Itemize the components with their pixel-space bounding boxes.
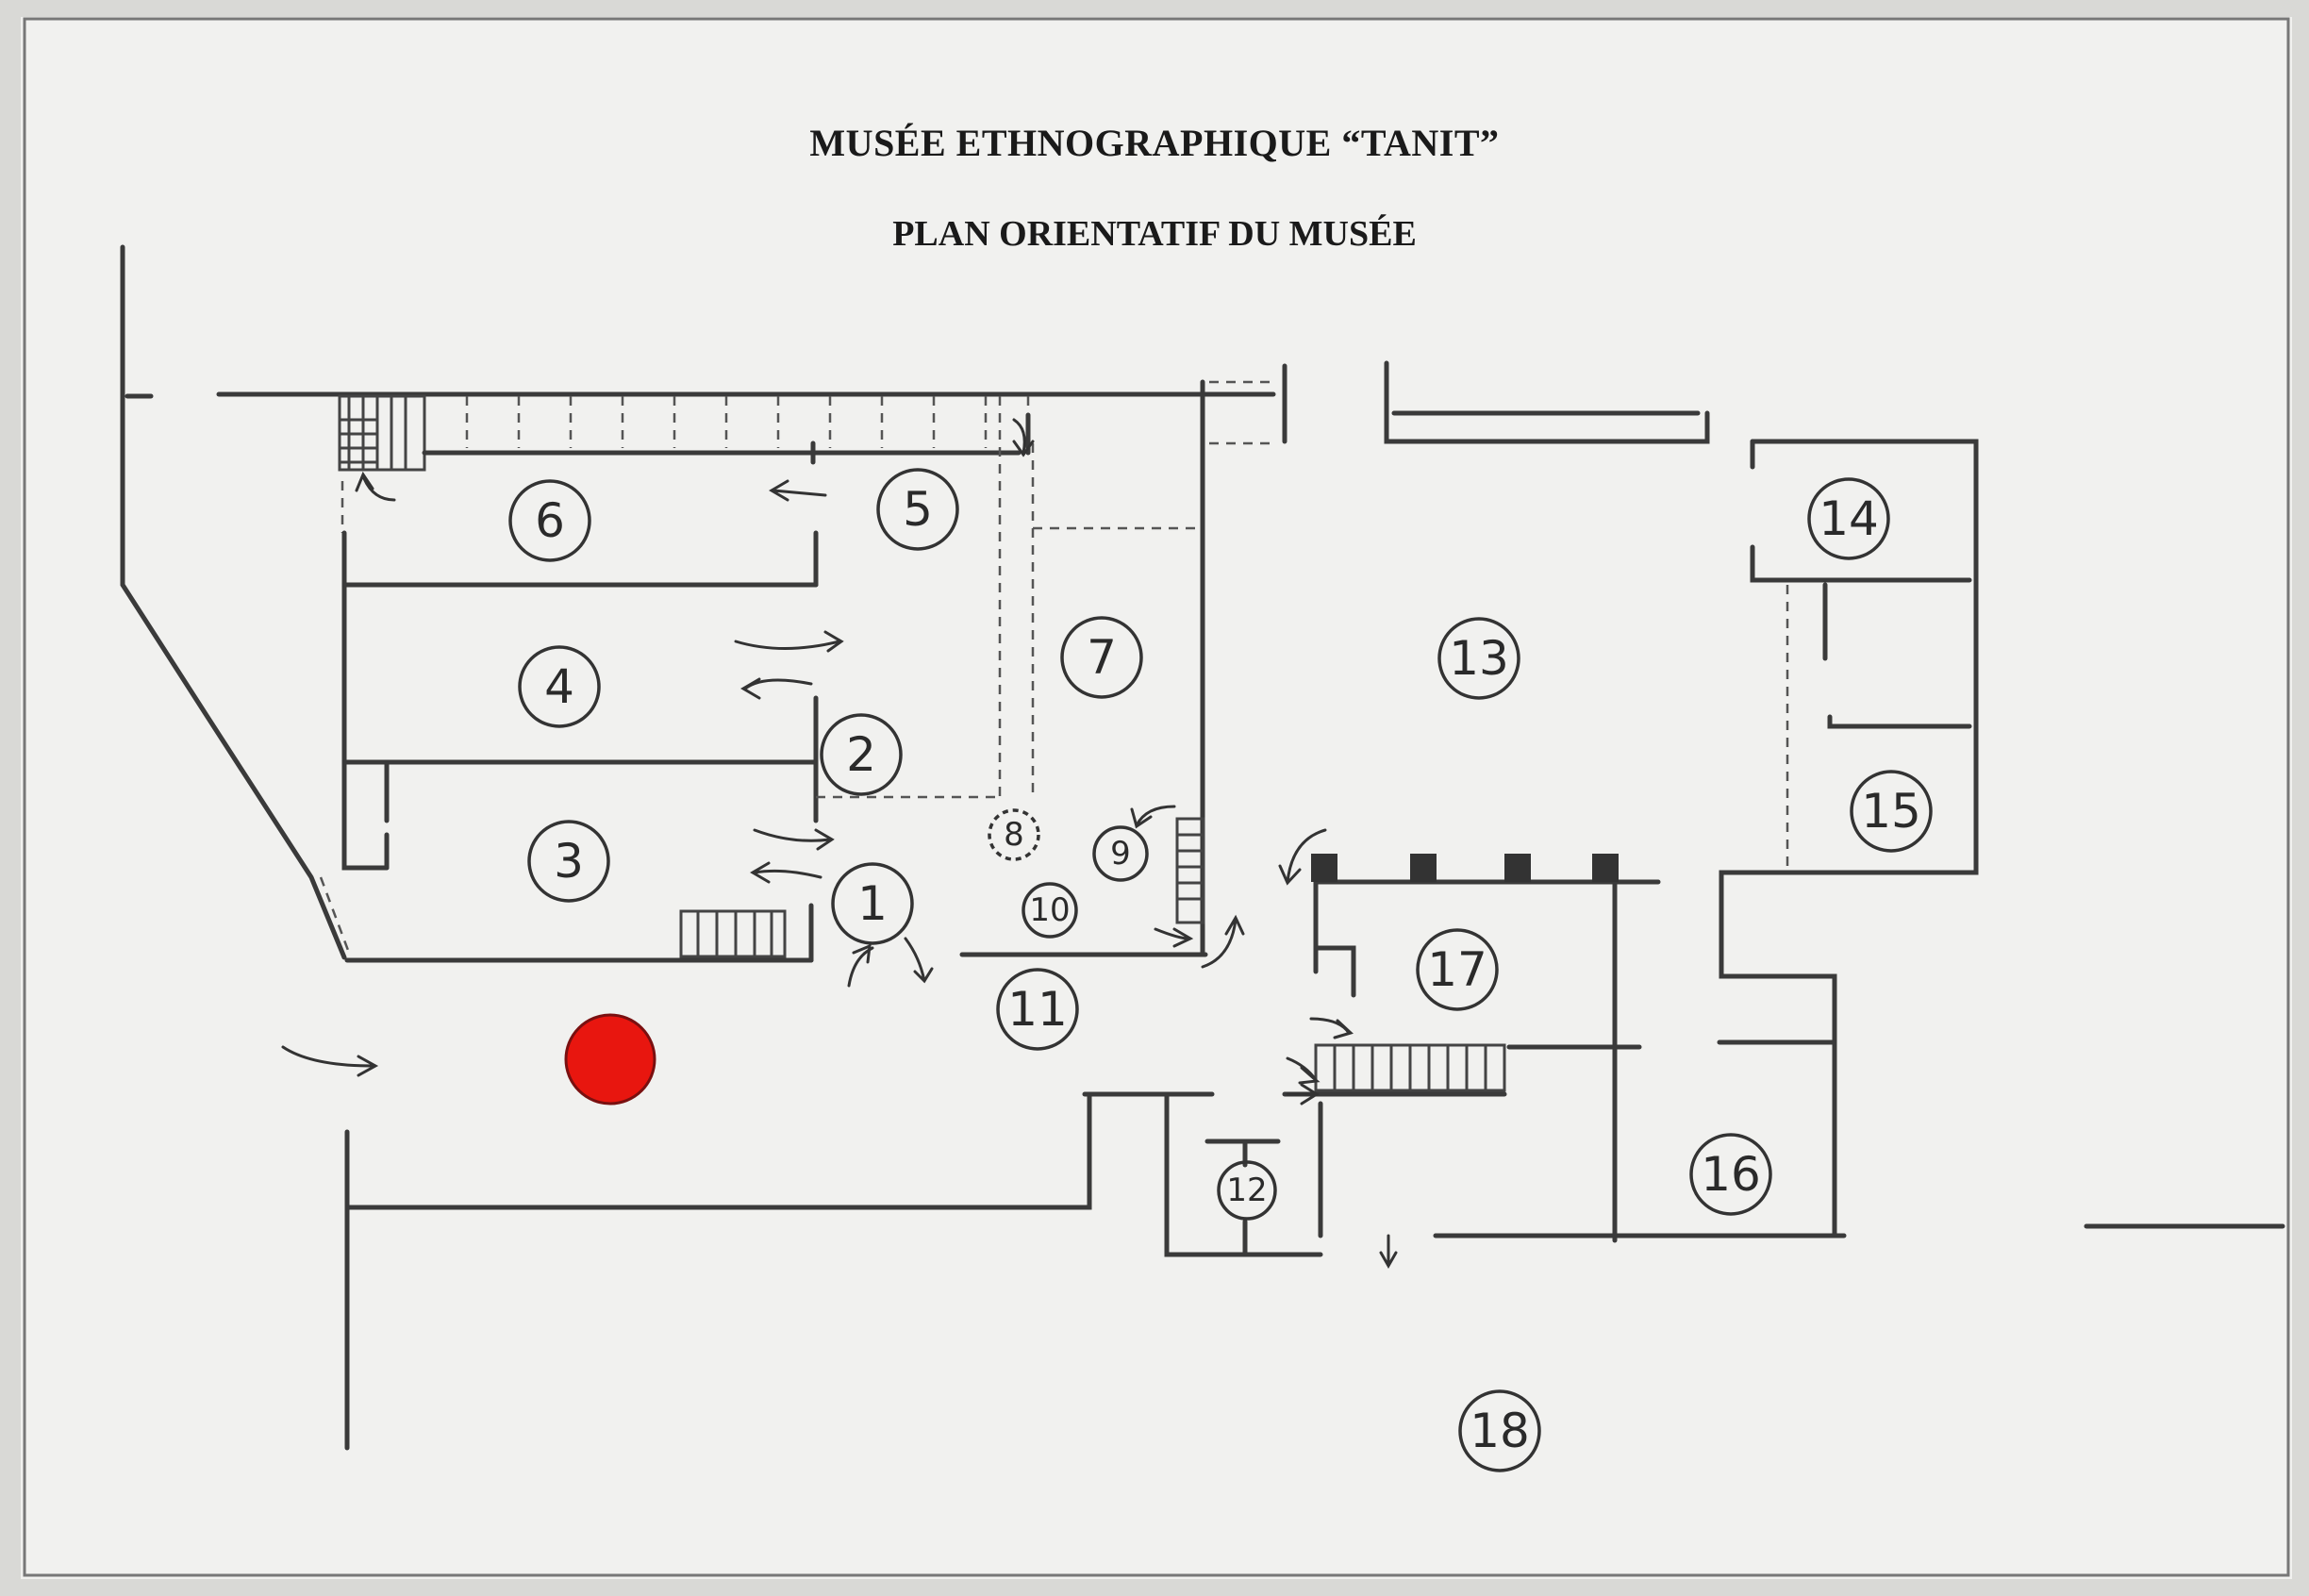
you-are-here-marker <box>564 1013 656 1106</box>
room-12-label: 12 <box>1226 1172 1267 1209</box>
room-17-circle <box>1416 928 1499 1011</box>
room-18-label: 18 <box>1470 1404 1530 1458</box>
room-3-circle <box>527 820 610 903</box>
room-2-label: 2 <box>846 727 876 782</box>
room-5-label: 5 <box>903 482 933 537</box>
room-8-circle <box>988 808 1040 861</box>
room-15-circle <box>1850 770 1933 853</box>
room-14-circle <box>1807 477 1890 560</box>
room-13-circle <box>1437 617 1520 700</box>
room-4-circle <box>518 645 601 728</box>
room-15-label: 15 <box>1861 784 1921 839</box>
room-10-circle <box>1022 882 1078 939</box>
room-18-circle <box>1458 1389 1541 1472</box>
sheet-frame <box>23 17 2290 1577</box>
room-3-label: 3 <box>554 834 584 889</box>
room-16-circle <box>1689 1133 1772 1216</box>
room-7-label: 7 <box>1087 630 1117 685</box>
direction-arrows <box>281 418 1398 1270</box>
room-10-label: 10 <box>1029 891 1070 929</box>
room-labels: 1 2 3 4 5 6 7 8 9 10 11 12 13 14 15 16 1 <box>508 468 1933 1472</box>
map-title: MUSÉE ETHNOGRAPHIQUE “TANIT” <box>809 122 1500 164</box>
room-5-circle <box>876 468 959 551</box>
room-2-circle <box>820 713 903 796</box>
walls <box>120 244 2285 1451</box>
room-11-circle <box>996 968 1079 1051</box>
room-13-label: 13 <box>1449 631 1509 686</box>
room-9-circle <box>1092 825 1149 882</box>
room-11-label: 11 <box>1007 982 1068 1037</box>
room-8-label: 8 <box>1004 816 1024 854</box>
room-17-label: 17 <box>1427 942 1487 997</box>
map-subtitle: PLAN ORIENTATIF DU MUSÉE <box>892 214 1417 254</box>
map-sheet <box>21 17 2292 1579</box>
room-6-label: 6 <box>535 493 565 548</box>
room-9-label: 9 <box>1110 835 1131 873</box>
room-14-label: 14 <box>1819 491 1879 546</box>
room-12-circle <box>1217 1160 1277 1221</box>
room-1-label: 1 <box>857 876 888 931</box>
room-6-circle <box>508 479 591 562</box>
room-1-circle <box>831 862 914 945</box>
room-4-label: 4 <box>544 659 574 714</box>
room-7-circle <box>1060 616 1143 699</box>
room-16-label: 16 <box>1701 1147 1761 1202</box>
